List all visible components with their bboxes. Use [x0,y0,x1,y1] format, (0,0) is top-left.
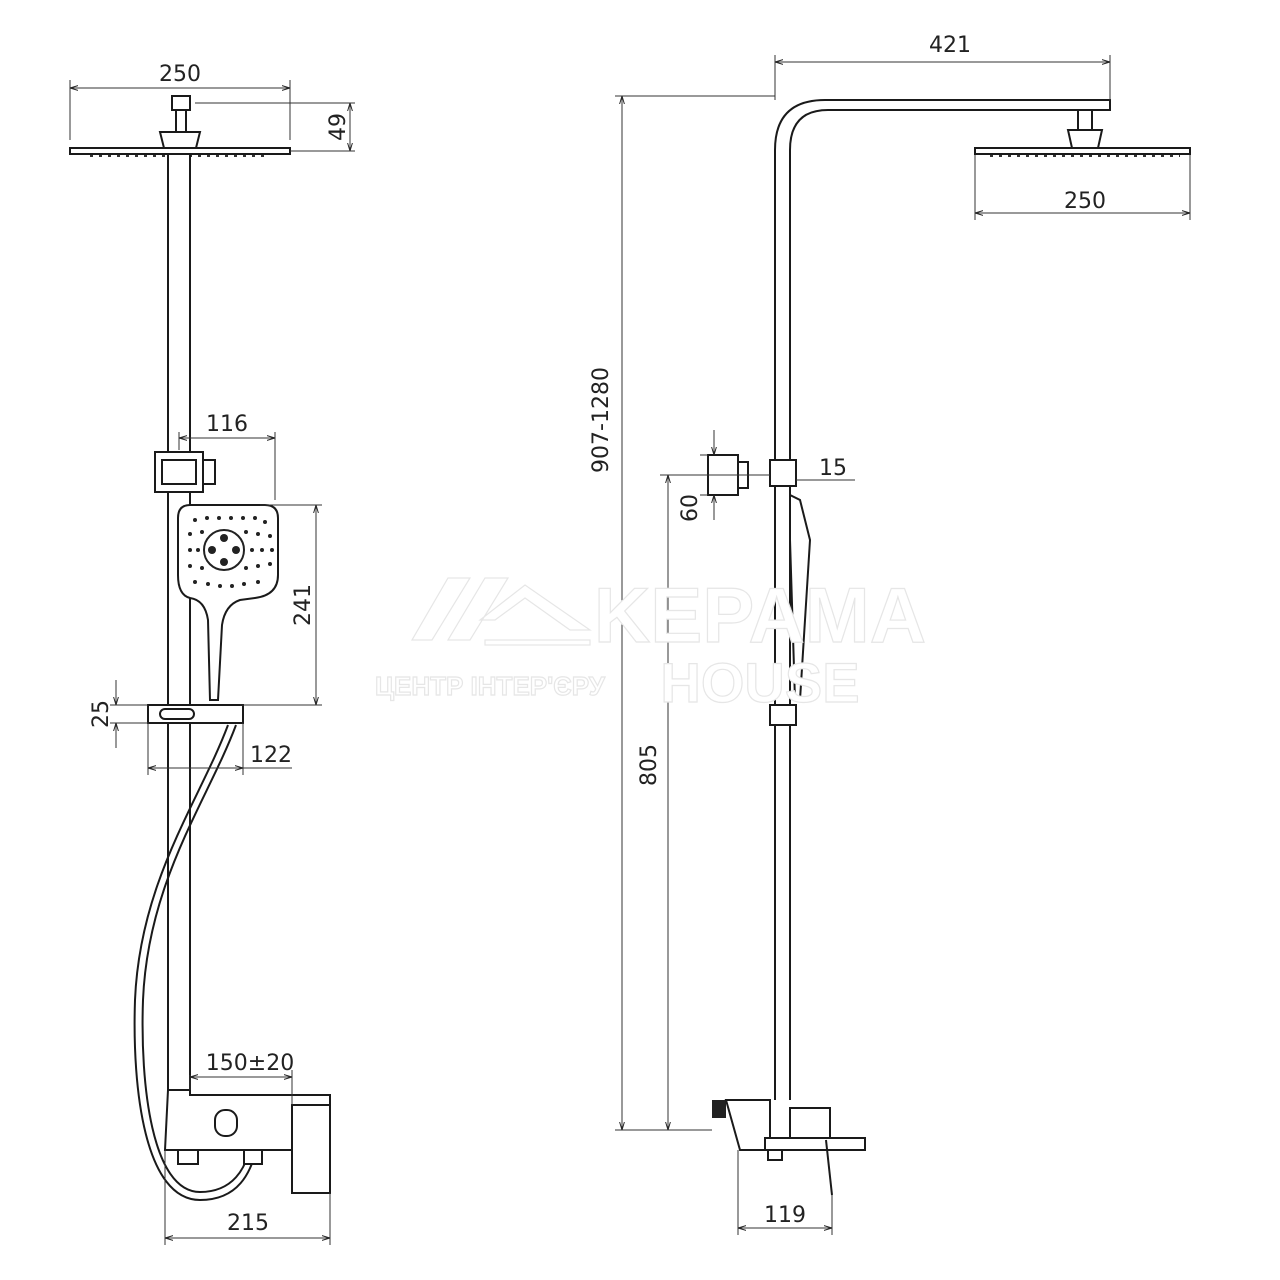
dim-column-height: 805 [637,744,662,786]
front-view: 250 49 116 241 25 122 150±20 215 [69,62,355,1245]
dim-mixer-width: 215 [227,1211,269,1236]
watermark-logo: KEPAMA HOUSE ЦЕНТР ІНТЕР'ЄРУ [374,570,926,714]
dim-head-width: 250 [159,62,201,87]
side-shelf [769,704,797,726]
dim-shelf-width: 122 [250,743,292,768]
shower-column [167,153,191,1095]
watermark-tagline: ЦЕНТР ІНТЕР'ЄРУ [375,671,606,701]
dim-shelf-height: 25 [89,700,114,728]
mixer-lever [291,1104,331,1194]
watermark-brand-line2: HOUSE [660,651,859,714]
mixer-body [163,1089,331,1194]
dim-hand-shower-offset: 116 [206,412,248,437]
dim-inlet-spacing: 150±20 [206,1051,294,1076]
side-view: 421 250 15 60 907-1280 805 119 [589,33,1191,1235]
house-logo-icon [410,577,592,646]
dim-spout-projection: 119 [764,1203,806,1228]
dimensions-front [69,80,355,1245]
slide-bracket [154,451,216,493]
dim-total-height: 907-1280 [589,367,614,473]
dim-head-height: 49 [326,113,351,141]
dim-side-head-width: 250 [1064,189,1106,214]
side-hand-shower [789,493,812,701]
overhead-shower-head [69,95,291,157]
hand-shower [177,504,279,701]
dim-holder-height: 60 [678,494,703,522]
dim-hand-shower-length: 241 [291,584,316,626]
hose [133,724,256,1202]
side-overhead-head [974,109,1191,157]
watermark-brand-line1: KEPAMA [594,571,926,659]
dimensions-side [615,55,1191,1235]
side-mixer [712,1099,866,1196]
dim-holder-width: 15 [819,456,847,481]
shelf [147,704,244,724]
dim-arm-reach: 421 [929,33,971,58]
